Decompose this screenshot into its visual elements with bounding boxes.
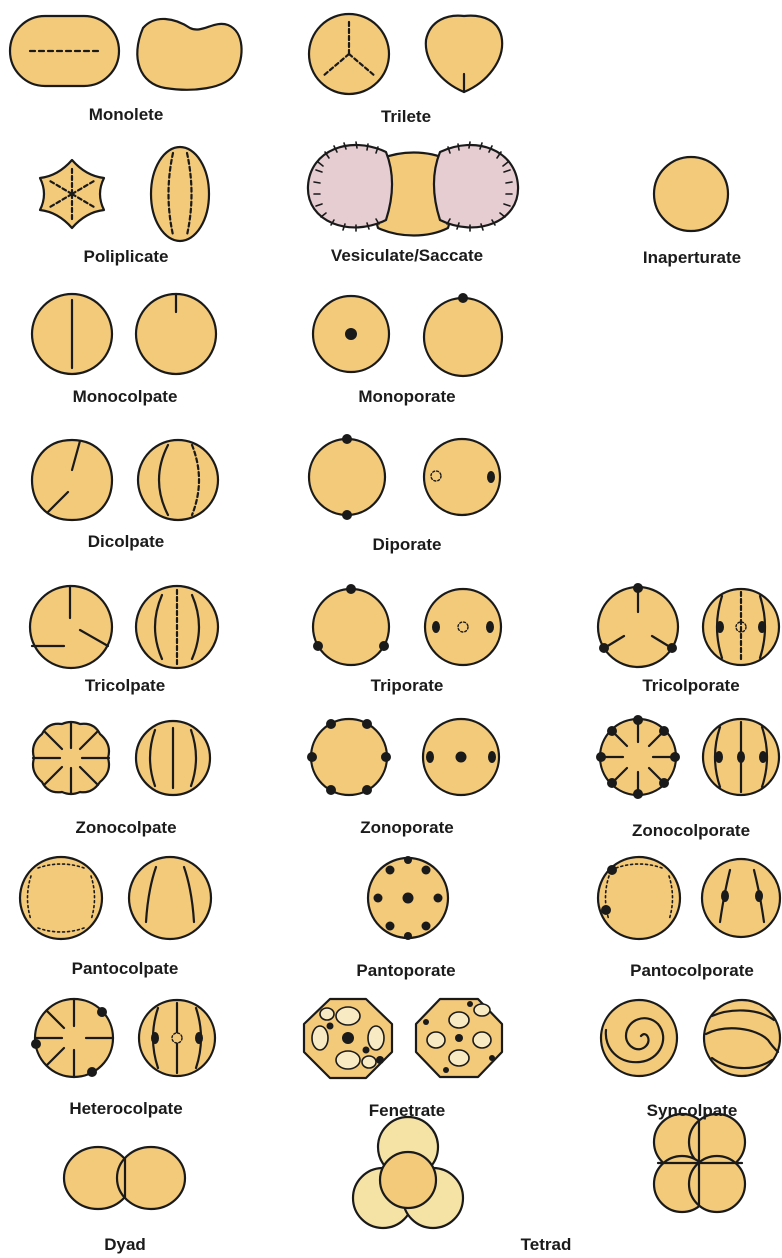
pantoporate-label: Pantoporate [356, 962, 455, 979]
tricolporate-label: Tricolporate [642, 677, 739, 694]
tricolporate-side-grain [703, 589, 779, 665]
pantocolporate-polar-grain [598, 857, 680, 939]
monocolpate-label: Monocolpate [73, 388, 178, 405]
syncolpate-polar-grain [601, 1000, 677, 1076]
fenestrate-side-grain [416, 999, 502, 1077]
trilete-label: Trilete [381, 108, 431, 125]
triporate-polar-grain [313, 584, 389, 665]
tricolporate-polar-grain [598, 583, 678, 667]
poliplicate-polar-grain [40, 160, 104, 228]
zonocolpate-side-grain [136, 721, 210, 795]
zonocolpate-polar-grain [33, 722, 109, 794]
monolete-label: Monolete [89, 106, 164, 123]
tetrad-tetragonal-grain [654, 1114, 745, 1212]
zonoporate-side-grain [423, 719, 499, 795]
heterocolpate-label: Heterocolpate [69, 1100, 182, 1117]
dyad-grain [64, 1147, 185, 1209]
heterocolpate-side-grain [139, 1000, 215, 1076]
pantocolpate-side-grain [129, 857, 211, 939]
zonocolporate-label: Zonocolporate [632, 822, 750, 839]
zonocolporate-polar-grain [596, 715, 680, 799]
dicolpate-label: Dicolpate [88, 533, 165, 550]
vesiculate-saccate-label: Vesiculate/Saccate [331, 247, 483, 264]
pantocolporate-label: Pantocolporate [630, 962, 754, 979]
zonocolpate-label: Zonocolpate [75, 819, 176, 836]
pantocolpate-label: Pantocolpate [72, 960, 179, 977]
trilete-side-grain [426, 16, 502, 92]
monoporate-label: Monoporate [358, 388, 455, 405]
poliplicate-side-grain [151, 147, 209, 241]
tricolpate-polar-grain [30, 586, 112, 668]
zonocolporate-side-grain [703, 719, 779, 795]
monoporate-side-grain [424, 293, 502, 376]
dyad-label: Dyad [104, 1236, 146, 1253]
triporate-label: Triporate [371, 677, 444, 694]
syncolpate-label: Syncolpate [647, 1102, 738, 1119]
poliplicate-label: Poliplicate [83, 248, 168, 265]
heterocolpate-polar-grain [31, 999, 113, 1077]
pantoporate-grain [368, 856, 448, 940]
monocolpate-polar-grain [32, 294, 112, 374]
vesiculate-grain [308, 142, 518, 236]
inaperturate-label: Inaperturate [643, 249, 741, 266]
dicolpate-side-grain [138, 440, 218, 520]
diporate-side-grain [424, 439, 500, 515]
tetrad-label: Tetrad [521, 1236, 572, 1253]
pantocolpate-polar-grain [20, 857, 102, 939]
monoporate-polar-grain [313, 296, 389, 372]
tetrad-tetrahedral-grain [353, 1117, 463, 1228]
diporate-label: Diporate [373, 536, 442, 553]
zonoporate-label: Zonoporate [360, 819, 454, 836]
fenestrate-label: Fenetrate [369, 1102, 446, 1119]
diporate-polar-grain [309, 434, 385, 520]
dicolpate-polar-grain [32, 440, 112, 520]
tricolpate-side-grain [136, 586, 218, 668]
monolete-polar-grain [10, 16, 119, 86]
inaperturate-grain [654, 157, 728, 231]
left-air-sac [308, 142, 392, 231]
zonoporate-polar-grain [307, 719, 391, 795]
trilete-polar-grain [309, 14, 389, 94]
syncolpate-side-grain [704, 1000, 780, 1076]
fenestrate-polar-grain [304, 999, 392, 1078]
monolete-side-grain [137, 19, 241, 90]
pantocolporate-side-grain [702, 859, 780, 937]
right-air-sac [434, 142, 518, 231]
triporate-side-grain [425, 589, 501, 665]
tricolpate-label: Tricolpate [85, 677, 165, 694]
monocolpate-side-grain [136, 294, 216, 374]
